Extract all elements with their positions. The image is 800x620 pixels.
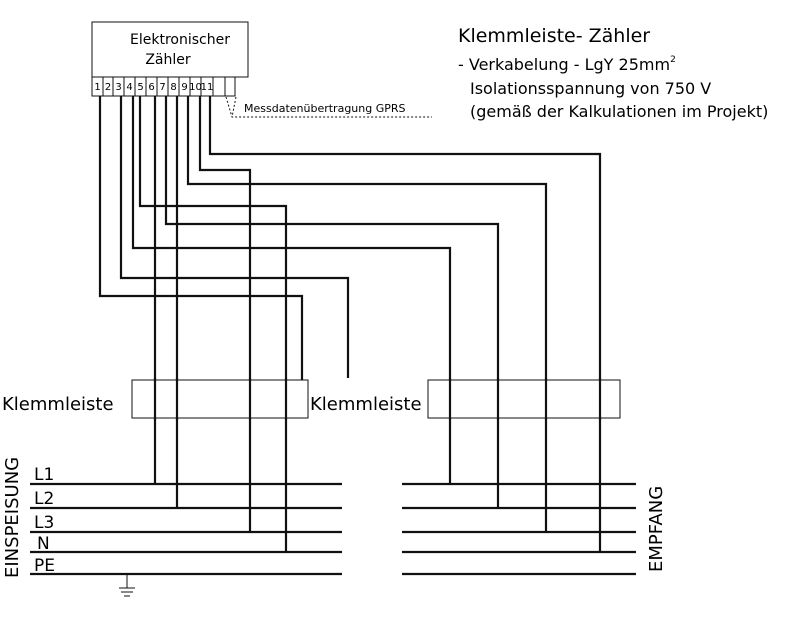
notes-cabling-superscript: 2 xyxy=(670,55,676,65)
notes-cabling: - Verkabelung - LgY 25mm2 xyxy=(458,55,676,74)
terminal-number: 6 xyxy=(148,82,154,93)
gprs-leader-line-2 xyxy=(231,96,237,118)
terminal-number: 2 xyxy=(105,82,111,93)
terminal-number: 4 xyxy=(126,82,132,93)
terminal-number: 9 xyxy=(181,82,187,93)
terminal-number: 8 xyxy=(170,82,176,93)
terminal-cell xyxy=(224,76,236,97)
notes-title: Klemmleiste- Zähler xyxy=(458,25,650,47)
terminal-number: 11 xyxy=(201,82,214,93)
terminal-block-right xyxy=(427,379,621,419)
busbar-label-l2: L2 xyxy=(34,489,54,509)
terminal-number: 7 xyxy=(159,82,165,93)
wire-terminal-9 xyxy=(186,96,548,532)
notes-calculation: (gemäß der Kalkulationen im Projekt) xyxy=(470,102,768,121)
terminal-block-right-label: Klemmleiste xyxy=(310,394,422,415)
terminal-block-left xyxy=(131,379,309,419)
wire-terminal-11 xyxy=(208,96,602,552)
meter-box xyxy=(91,21,249,78)
notes-insulation: Isolationsspannung von 750 V xyxy=(470,79,711,98)
gprs-label: Messdatenübertragung GPRS xyxy=(244,102,406,115)
busbar-label-pe: PE xyxy=(34,556,55,576)
terminal-number: 5 xyxy=(137,82,143,93)
notes: Klemmleiste- Zähler - Verkabelung - LgY … xyxy=(458,25,768,121)
busbars: L1 L2 L3 N PE EINSPEISUNG EMPFANG xyxy=(2,457,667,578)
terminal-number: 10 xyxy=(189,82,202,93)
wire-terminal-4 xyxy=(131,96,452,484)
ground-icon xyxy=(119,574,135,597)
meter-title-line1: Elektronischer xyxy=(130,32,230,48)
wire-terminal-7 xyxy=(164,96,500,508)
wire-terminal-1 xyxy=(98,96,304,418)
terminal-number: 3 xyxy=(115,82,121,93)
side-label-empfang: EMPFANG xyxy=(646,486,667,572)
terminal-number: 1 xyxy=(94,82,100,93)
wire-terminal-3 xyxy=(119,96,350,378)
terminal-blocks: Klemmleiste Klemmleiste xyxy=(2,379,621,419)
terminal-block-left-label: Klemmleiste xyxy=(2,394,114,415)
busbar-label-l3: L3 xyxy=(34,513,54,533)
notes-cabling-text: - Verkabelung - LgY 25mm xyxy=(458,55,670,74)
terminal-cell xyxy=(212,76,226,97)
wire-terminal-10 xyxy=(198,96,252,532)
meter-title-line2: Zähler xyxy=(145,52,191,68)
busbar-label-l1: L1 xyxy=(34,465,54,485)
block-crossings xyxy=(153,378,602,420)
side-label-einspeisung: EINSPEISUNG xyxy=(2,457,23,578)
busbar-label-n: N xyxy=(37,534,50,554)
